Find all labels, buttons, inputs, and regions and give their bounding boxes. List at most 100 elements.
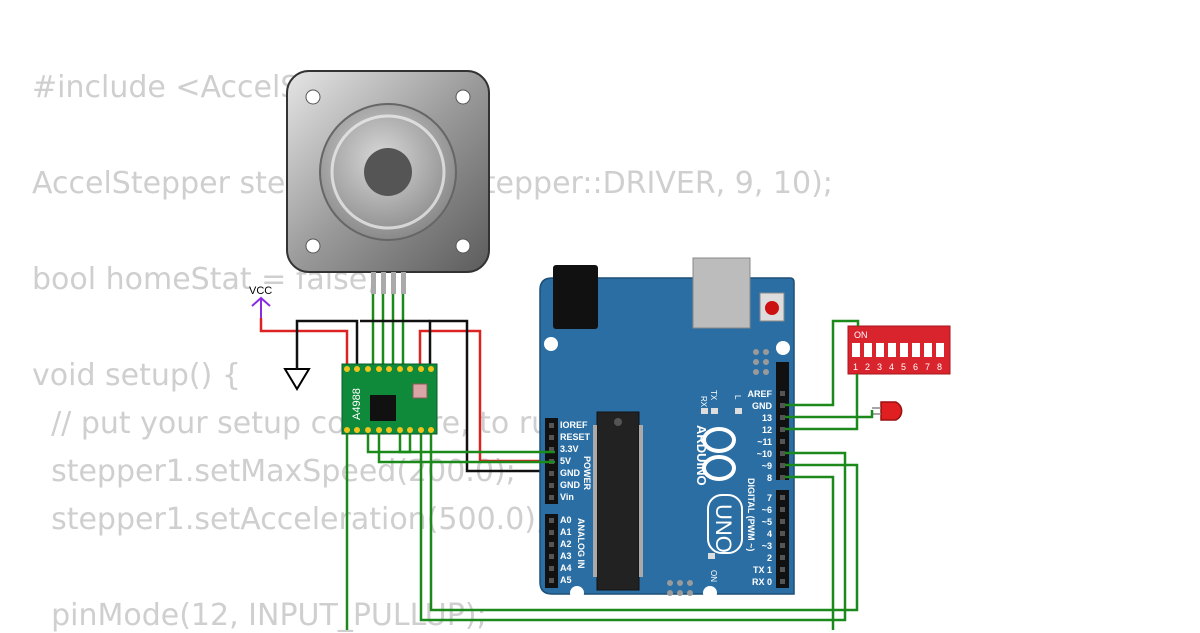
dip-switch-toggles[interactable] — [852, 343, 944, 357]
uno-badge — [707, 494, 743, 554]
svg-text:A5: A5 — [560, 575, 572, 585]
code-line: stepper1.setAcceleration(500.0); — [32, 502, 547, 537]
digital-header-top — [776, 362, 789, 480]
analog-pin-labels: A0 A1 A2 A3 A4 A5 — [560, 515, 572, 585]
driver-top-pins — [344, 366, 434, 372]
svg-text:A3: A3 — [560, 551, 572, 561]
digital-top-pin-labels: AREF GND 13 12 ~11 ~10 ~9 8 — [748, 389, 773, 483]
svg-text:7: 7 — [925, 362, 930, 372]
analog-label: ANALOG IN — [576, 518, 586, 569]
tx-rx-leds — [701, 408, 742, 559]
motor-wires — [371, 294, 405, 365]
motor-screw-hole — [455, 238, 471, 254]
power-pin-labels: IOREF RESET 3.3V 5V GND GND Vin — [560, 420, 591, 502]
vcc-symbol[interactable]: VCC — [249, 285, 272, 318]
chip-notch — [614, 418, 622, 426]
arduino-model: UNO — [711, 504, 736, 553]
svg-text:A4: A4 — [560, 563, 572, 573]
svg-text:13: 13 — [762, 413, 772, 423]
svg-text:RX 0: RX 0 — [752, 577, 772, 587]
svg-text:IOREF: IOREF — [560, 420, 588, 430]
atmega-chip — [596, 411, 640, 591]
code-line: void setup() { — [32, 358, 241, 393]
svg-text:GND: GND — [560, 468, 581, 478]
motor-lead — [391, 272, 396, 294]
led-labels: RX TX L ON — [699, 390, 742, 582]
svg-text:3: 3 — [877, 362, 882, 372]
svg-text:~3: ~3 — [762, 541, 772, 551]
svg-text:6: 6 — [913, 362, 918, 372]
driver-chip — [370, 395, 396, 421]
a4988-driver[interactable]: A4988 — [341, 363, 438, 435]
svg-text:~9: ~9 — [762, 461, 772, 471]
svg-text:7: 7 — [767, 493, 772, 503]
svg-text:RX: RX — [699, 396, 708, 408]
dip-on-label: ON — [854, 330, 868, 340]
svg-text:TX 1: TX 1 — [753, 565, 772, 575]
svg-text:A2: A2 — [560, 539, 572, 549]
reset-button-cap — [765, 301, 779, 315]
svg-text:~5: ~5 — [762, 517, 772, 527]
driver-label: A4988 — [351, 388, 363, 420]
vcc-label: VCC — [249, 285, 272, 297]
arduino-uno[interactable]: IOREF RESET 3.3V 5V GND GND Vin POWER A0… — [539, 257, 795, 600]
mount-hole — [544, 337, 558, 351]
motor-lead — [371, 272, 376, 294]
digital-header-bottom-pins — [780, 495, 785, 584]
motor-lead — [401, 272, 406, 294]
svg-text:3.3V: 3.3V — [560, 444, 579, 454]
red-led[interactable] — [872, 401, 903, 421]
stepper-motor[interactable] — [286, 70, 490, 294]
svg-text:L: L — [733, 395, 742, 400]
code-line: pinMode(12, INPUT_PULLUP); — [32, 598, 487, 633]
code-line: stepper1.setMaxSpeed(200.0); — [32, 454, 516, 489]
power-wires — [259, 318, 555, 473]
arduino-logo-icon — [702, 427, 736, 481]
motor-shaft — [364, 148, 412, 196]
svg-text:8: 8 — [937, 362, 942, 372]
svg-text:RESET: RESET — [560, 432, 591, 442]
digital-bottom-pin-labels: 7 ~6 ~5 4 ~3 2 TX 1 RX 0 — [752, 493, 772, 587]
mount-hole — [570, 586, 584, 600]
svg-text:12: 12 — [762, 425, 772, 435]
dip-numbers: 1 2 3 4 5 6 7 8 — [853, 362, 942, 372]
svg-text:4: 4 — [767, 529, 772, 539]
svg-text:GND: GND — [560, 480, 581, 490]
svg-text:8: 8 — [767, 473, 772, 483]
svg-text:~10: ~10 — [757, 449, 772, 459]
analog-header-pins — [549, 518, 554, 583]
svg-text:AREF: AREF — [748, 389, 773, 399]
mount-hole — [703, 586, 717, 600]
ground-symbol[interactable] — [283, 368, 311, 391]
svg-text:TX: TX — [709, 390, 718, 401]
svg-text:5: 5 — [901, 362, 906, 372]
signal-wires — [345, 319, 874, 630]
motor-lead — [381, 272, 386, 294]
svg-text:2: 2 — [767, 553, 772, 563]
svg-text:A0: A0 — [560, 515, 572, 525]
digital-header-bottom — [776, 490, 789, 588]
motor-screw-hole — [455, 89, 471, 105]
digital-label: DIGITAL (PWM ~) — [746, 478, 756, 551]
chip-legs — [593, 425, 643, 577]
usb-port — [692, 257, 751, 329]
motor-face-ring — [330, 114, 446, 230]
svg-text:4: 4 — [889, 362, 894, 372]
motor-screw-hole — [305, 238, 321, 254]
svg-text:ON: ON — [709, 570, 718, 582]
svg-text:GND: GND — [752, 401, 773, 411]
code-line: bool homeStat = false; — [32, 262, 378, 297]
svg-text:1: 1 — [853, 362, 858, 372]
arduino-brand: ARDUINO — [694, 425, 709, 486]
analog-header — [545, 514, 558, 588]
dip-switch[interactable]: ON 1 2 3 4 5 6 7 8 — [847, 325, 951, 375]
power-jack — [553, 265, 598, 329]
svg-text:A1: A1 — [560, 527, 572, 537]
driver-bottom-pins — [344, 427, 434, 433]
mount-hole — [776, 341, 790, 355]
svg-text:~11: ~11 — [757, 437, 772, 447]
digital-header-top-pins — [780, 391, 785, 480]
svg-text:~6: ~6 — [762, 505, 772, 515]
motor-screw-hole — [305, 89, 321, 105]
